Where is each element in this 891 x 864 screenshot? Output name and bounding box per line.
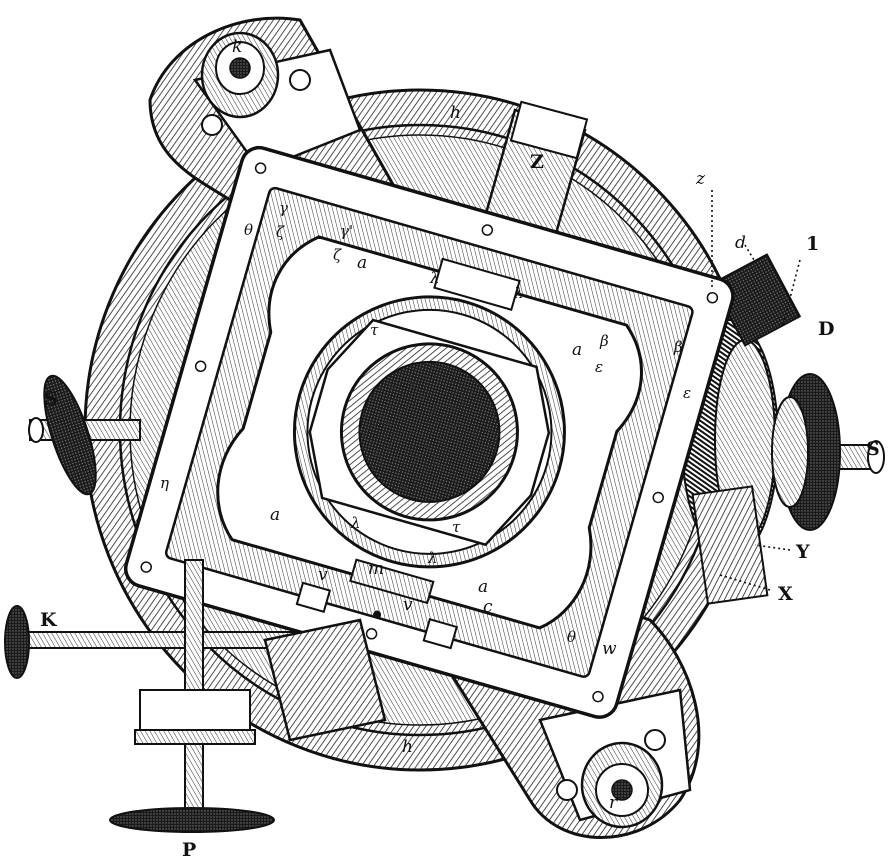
label-k-top: k [232,37,242,57]
label-a-right: a [572,340,582,360]
lower-left-bracket [4,559,387,833]
label-X: X [778,583,793,605]
label-a-left: a [270,505,280,525]
label-tau-bottom: τ [452,518,461,536]
label-zeta-prime: ζ [333,246,342,264]
bottom-knob-r [556,729,666,829]
label-Z: Z [530,151,544,173]
label-gamma-prime: γ' [340,222,353,240]
label-lambda-bottom-right: λ [427,549,438,567]
top-knob-k [200,31,311,136]
label-tau-top: τ [370,321,379,339]
left-milled-screw [28,374,141,496]
label-epsilon-prime: ε [683,384,691,402]
right-milled-screw [771,373,885,531]
label-D: D [818,318,834,340]
label-lambda-top-left: λ [429,269,440,287]
label-z: z [695,169,706,189]
label-lambda-top-right: λ [513,284,524,302]
label-1: 1 [806,233,819,255]
label-v-right: v [403,595,413,615]
leader-lines [711,190,801,591]
label-S-left: S [44,388,58,410]
label-lambda-bottom-left: λ [350,514,361,532]
label-h-top: h [450,103,461,123]
label-Y: Y [795,541,810,563]
label-w: w [602,639,617,659]
label-r-bottom: r [609,793,618,813]
label-v-left: v [318,565,328,585]
label-eta: η [160,474,169,492]
label-c: c [483,597,493,617]
label-d: d [735,233,746,253]
label-beta-prime: β [673,338,683,356]
label-K: K [40,609,58,631]
label-theta-tl: θ [244,221,253,239]
label-theta-br: θ [567,628,576,646]
label-zeta: ζ [276,223,285,241]
label-a-top: a [357,253,367,273]
label-S-right: S [866,438,880,460]
label-beta: β [599,332,609,350]
label-m: m [368,559,384,579]
label-gamma: γ [279,199,288,217]
label-h-bottom: h [402,737,413,757]
labels: S S K P Z D Y X d z 1 h h γ γ' ζ ζ θ θ η… [40,37,880,861]
label-P: P [182,839,196,861]
stage-plate [123,145,735,719]
label-a-bottom: a [478,577,488,597]
label-epsilon: ε [595,358,603,376]
